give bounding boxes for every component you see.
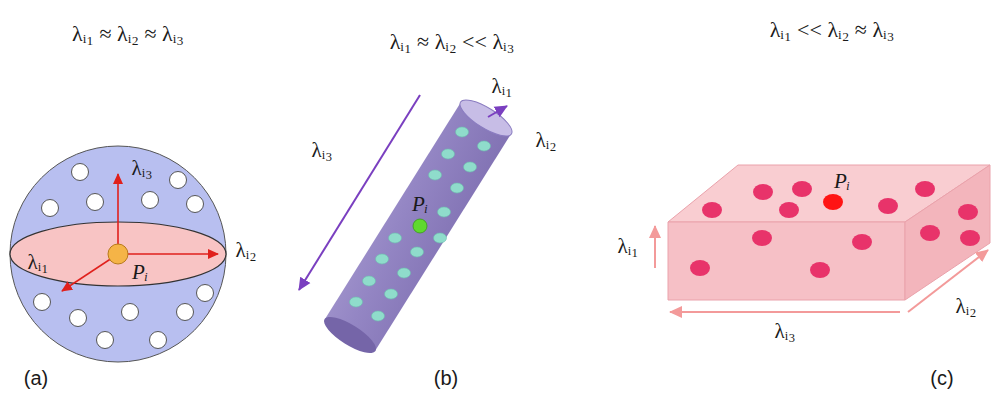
point-label: Pᵢ [132, 260, 148, 284]
axis-label: λᵢ₁ [28, 250, 49, 274]
panel-label: (a) [24, 367, 48, 390]
axis-label: λᵢ₁ [618, 234, 639, 258]
axis-label: λᵢ₃ [775, 319, 796, 343]
panel-label: (c) [930, 367, 953, 390]
point-label: Pᵢ [412, 192, 428, 216]
axis-label: λᵢ₃ [132, 156, 153, 180]
relation-heading: λᵢ₁ << λᵢ₂ ≈ λᵢ₃ [770, 17, 895, 42]
axis-label: λᵢ₃ [312, 138, 333, 162]
panel-label: (b) [434, 367, 458, 390]
slab [655, 165, 990, 312]
axis-label: λᵢ₁ [492, 74, 513, 98]
axis-label: λᵢ₂ [956, 294, 977, 318]
cylinder [299, 94, 517, 360]
point-label: Pᵢ [834, 169, 850, 193]
axis-label: λᵢ₂ [536, 128, 557, 152]
axis-label: λᵢ₂ [236, 238, 257, 262]
sphere [10, 146, 226, 362]
relation-heading: λᵢ₁ ≈ λᵢ₂ ≈ λᵢ₃ [72, 21, 184, 46]
relation-heading: λᵢ₁ ≈ λᵢ₂ << λᵢ₃ [390, 29, 515, 54]
